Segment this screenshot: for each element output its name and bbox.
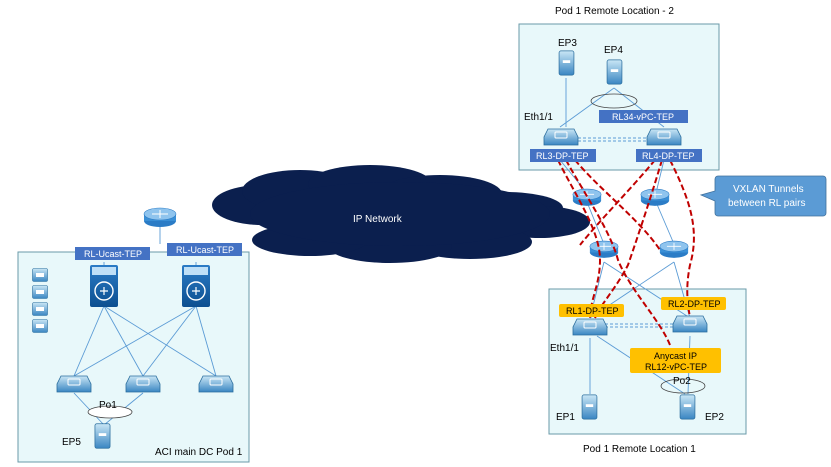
ep4-server-icon [606, 59, 623, 85]
anycast-tag [630, 348, 721, 373]
rl3-dp-tep-label: RL3-DP-TEP [536, 151, 589, 161]
ep2-label: EP2 [705, 412, 724, 423]
ip-network-label: IP Network [353, 214, 403, 225]
spine-2-icon [181, 264, 211, 308]
po2-label: Po2 [673, 376, 691, 387]
rl2-leaf-switch-icon [672, 315, 708, 333]
rl34-vpc-tep-tag [599, 110, 688, 123]
apic-icon [32, 285, 48, 299]
apic-icon [32, 319, 48, 333]
ep5-label: EP5 [62, 437, 81, 448]
rl3-dp-tep-tag [530, 149, 596, 162]
eth-top-label: Eth1/1 [524, 112, 553, 123]
po1-label: Po1 [99, 400, 117, 411]
leaf-2-icon [125, 375, 161, 393]
po2-loop [660, 378, 706, 394]
ep1-server-icon [581, 394, 598, 420]
rl-ucast-tep-label-1: RL-Ucast-TEP [84, 249, 142, 259]
anycast-ip-label: Anycast IP [654, 351, 697, 361]
rl-ucast-tep-label-2: RL-Ucast-TEP [176, 245, 234, 255]
vxlan-callout-line2: between RL pairs [728, 198, 805, 209]
rl-ucast-tep-tag-2 [167, 243, 242, 256]
wan-router-rl-right-top-icon [640, 188, 670, 207]
apic-icon [32, 268, 48, 282]
rl34-vpc-tep-label: RL34-vPC-TEP [612, 112, 674, 122]
rl12-vpc-tep-label: RL12-vPC-TEP [645, 362, 707, 372]
rl-ucast-tep-tag-1 [75, 247, 150, 260]
apic-icon [32, 302, 48, 316]
ep2-server-icon [679, 394, 696, 420]
leaf-1-icon [56, 375, 92, 393]
remote-location-1-title: Pod 1 Remote Location 1 [583, 444, 696, 455]
main-dc-pod-box [17, 251, 250, 463]
rl1-leaf-switch-icon [572, 318, 608, 336]
ep1-label: EP1 [556, 412, 575, 423]
eth-bottom-label: Eth1/1 [550, 343, 579, 354]
ep3-label: EP3 [558, 38, 577, 49]
spine-1-icon [89, 264, 119, 308]
remote-location-2-box [518, 23, 720, 171]
rl2-dp-tep-tag [661, 297, 726, 310]
main-dc-title: ACI main DC Pod 1 [155, 447, 243, 458]
vxlan-callout-box [699, 175, 827, 217]
ip-network-cloud [212, 165, 590, 263]
ep4-label: EP4 [604, 45, 623, 56]
vxlan-callout-line1: VXLAN Tunnels [733, 184, 804, 195]
ep5-server-icon [94, 423, 111, 449]
wan-router-rl-right-bottom-icon [659, 240, 689, 259]
remote-location-2-title: Pod 1 Remote Location - 2 [555, 6, 674, 17]
rl4-leaf-switch-icon [646, 128, 682, 146]
po1-loop [87, 405, 133, 419]
rl34-vpc-loop [590, 93, 638, 109]
rl1-dp-tep-tag [559, 304, 624, 317]
leaf-3-icon [198, 375, 234, 393]
rl4-dp-tep-tag [636, 149, 702, 162]
rl3-leaf-switch-icon [543, 128, 579, 146]
rl1-dp-tep-label: RL1-DP-TEP [566, 306, 619, 316]
rl4-dp-tep-label: RL4-DP-TEP [642, 151, 695, 161]
ep3-server-icon [558, 50, 575, 76]
rl2-dp-tep-label: RL2-DP-TEP [668, 299, 721, 309]
wan-router-main-icon [143, 207, 177, 228]
